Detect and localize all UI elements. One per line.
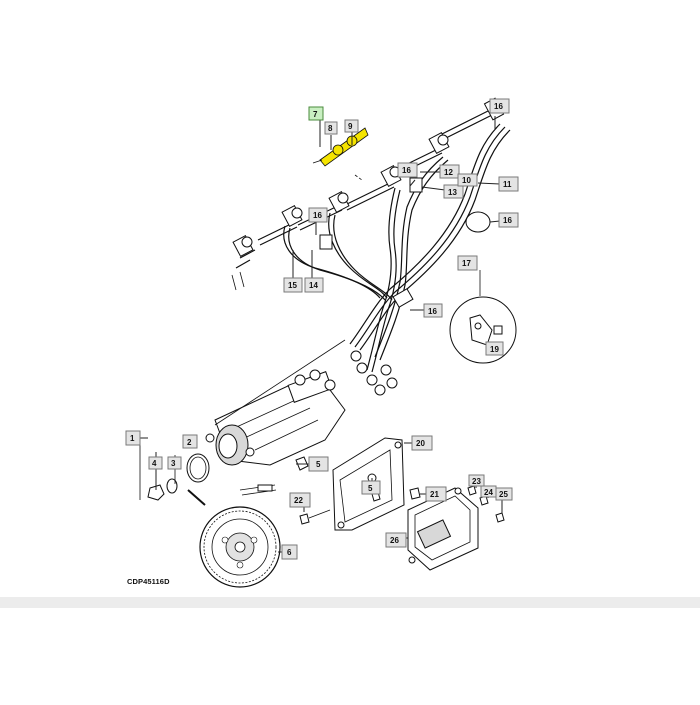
callout-16a: 16 [489,98,510,114]
svg-text:9: 9 [348,122,353,131]
fuel-line-bundle [283,123,511,396]
svg-text:5: 5 [368,484,373,493]
callout-2: 2 [182,434,198,449]
callout-10: 10 [457,173,478,187]
svg-text:2: 2 [187,438,192,447]
svg-text:4: 4 [152,459,157,468]
callout-21: 21 [425,486,447,502]
callout-11: 11 [498,176,519,192]
clamp-detail-circle [449,270,517,364]
callout-14: 14 [304,277,324,293]
callout-16d: 16 [308,207,328,223]
callout-26: 26 [385,532,407,548]
callout-13: 13 [443,184,464,199]
callout-7: 7 [308,106,324,121]
ecu-module [407,487,479,571]
svg-text:24: 24 [484,488,493,497]
svg-text:16: 16 [494,102,503,111]
svg-text:13: 13 [448,188,457,197]
leader-lines [138,116,503,553]
callout-9: 9 [344,119,359,133]
svg-text:21: 21 [430,490,439,499]
injection-pump [205,339,346,466]
svg-text:6: 6 [287,548,292,557]
figure-reference-code: CDP45116D [127,577,170,586]
callout-16b: 16 [397,162,418,178]
svg-text:16: 16 [428,307,437,316]
svg-text:25: 25 [499,490,508,499]
svg-text:1: 1 [130,434,135,443]
callout-22: 22 [289,492,311,508]
callout-4: 4 [148,456,163,470]
callout-5: 5 [308,456,329,472]
callout-24: 24 [480,485,497,498]
callout-8: 8 [324,121,338,135]
svg-text:16: 16 [503,216,512,225]
callout-15: 15 [283,277,303,293]
pump-mounting-hardware [139,440,210,506]
svg-text:15: 15 [288,281,297,290]
svg-text:12: 12 [444,168,453,177]
callout-6: 6 [281,544,298,560]
highlighted-injector-line [312,127,369,181]
svg-text:5: 5 [316,460,321,469]
svg-text:26: 26 [390,536,399,545]
callout-23: 23 [468,474,485,487]
svg-text:11: 11 [503,180,512,189]
callout-16c: 16 [498,212,519,228]
svg-text:7: 7 [313,110,318,119]
svg-text:19: 19 [490,345,499,354]
svg-text:22: 22 [294,496,303,505]
callout-19: 19 [485,341,504,356]
svg-text:8: 8 [328,124,333,133]
page-footer-band [0,597,700,608]
callout-25: 25 [495,487,513,501]
callout-20: 20 [411,435,433,451]
svg-text:23: 23 [472,477,481,486]
svg-text:16: 16 [313,211,322,220]
callout-17: 17 [457,255,478,271]
callout-12: 12 [439,164,460,179]
svg-text:17: 17 [462,259,471,268]
callout-16e: 16 [423,303,443,318]
callout-3: 3 [167,456,182,470]
svg-text:20: 20 [416,439,425,448]
svg-text:16: 16 [402,166,411,175]
svg-text:3: 3 [171,459,176,468]
pump-drive-gear [199,506,281,588]
callout-5b: 5 [361,480,381,495]
svg-text:10: 10 [462,176,471,185]
callout-1: 1 [125,430,141,446]
svg-text:14: 14 [309,281,318,290]
